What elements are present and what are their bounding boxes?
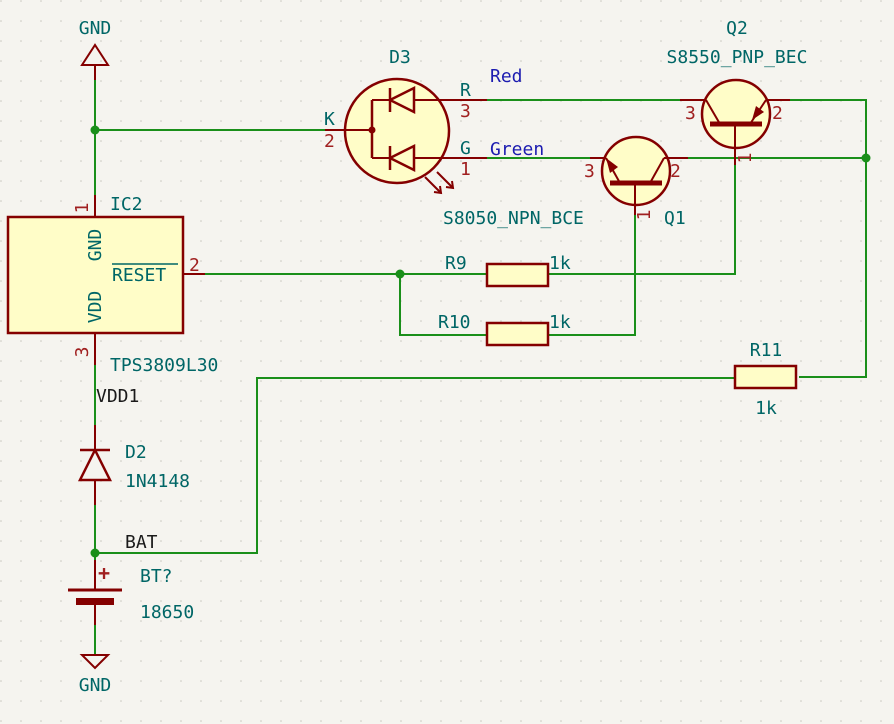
ic2-pin3-number: 3	[72, 347, 93, 358]
junction-dot	[395, 269, 405, 279]
d3-k-pin-name: K	[324, 109, 335, 130]
d3-component[interactable]: K 2 R 3 G 1 D3	[324, 47, 487, 195]
r11-value: 1k	[755, 398, 777, 419]
q2-pin3-number: 3	[685, 103, 696, 124]
ic2-pin2-number: 2	[189, 255, 200, 276]
d3-reference: D3	[389, 47, 411, 68]
r9-value: 1k	[549, 253, 571, 274]
d2-component[interactable]: D2 1N4148	[77, 425, 190, 505]
q1-reference: Q1	[664, 208, 686, 229]
junction-dot	[90, 548, 100, 558]
ic2-body	[6, 215, 185, 335]
gnd-symbol-top[interactable]: GND	[79, 18, 112, 80]
d2-reference: D2	[125, 442, 147, 463]
junction-dot	[90, 125, 100, 135]
q1-value: S8050_NPN_BCE	[443, 208, 584, 229]
wires	[94, 64, 867, 656]
ic2-component[interactable]: 1 3 2 GND VDD RESET IC2 TPS3809L30	[6, 194, 218, 376]
ic2-pin1-number: 1	[72, 203, 93, 214]
r9-component[interactable]: R9 1k	[445, 253, 571, 288]
d3-g-pin-name: G	[460, 138, 471, 159]
q1-pin3-number: 3	[584, 161, 595, 182]
gnd-top-label: GND	[79, 18, 112, 39]
bt-value: 18650	[140, 602, 194, 623]
net-label-green: Green	[490, 139, 544, 160]
bt-plus-sign: +	[98, 561, 110, 585]
r11-body	[733, 364, 798, 390]
r10-value: 1k	[549, 312, 571, 333]
battery-component[interactable]: + BT? 18650	[68, 560, 194, 625]
q2-reference: Q2	[726, 18, 748, 39]
q2-pin1-number: 1	[735, 153, 756, 164]
r11-reference: R11	[750, 340, 783, 361]
net-label-bat: BAT	[125, 532, 158, 553]
q2-left-lead	[705, 99, 721, 125]
q1-pin1-number: 1	[634, 210, 655, 221]
d3-k-pin-number: 2	[324, 131, 335, 152]
r10-component[interactable]: R10 1k	[438, 312, 571, 347]
d3-g-pin-number: 1	[460, 159, 471, 180]
bt-reference: BT?	[140, 566, 173, 587]
d3-r-pin-name: R	[460, 80, 471, 101]
gnd-bottom-label: GND	[79, 675, 112, 696]
q1-component[interactable]: 3 2 1 Q1 S8050_NPN_BCE	[443, 135, 688, 229]
ic2-reference: IC2	[110, 194, 143, 215]
ic2-gnd-pin-name: GND	[85, 229, 106, 262]
ic2-reset-pin-name: RESET	[112, 265, 166, 286]
q2-component[interactable]: 3 2 1 Q2 S8550_PNP_BEC	[667, 18, 808, 165]
d2-value: 1N4148	[125, 471, 190, 492]
net-label-vdd1: VDD1	[96, 386, 139, 407]
r10-body	[485, 321, 550, 347]
q2-pin2-number: 2	[772, 103, 783, 124]
q1-emitter-arrow-icon	[606, 158, 618, 173]
r9-reference: R9	[445, 253, 467, 274]
bt-plate-short	[76, 598, 114, 605]
wire-q2-emitter-rail[interactable]	[789, 99, 867, 378]
r9-body	[485, 262, 550, 288]
wire-r10-to-q1-base[interactable]	[549, 214, 636, 336]
gnd-arrow-icon	[79, 654, 111, 670]
wire-r9-to-q2-base[interactable]	[549, 164, 736, 275]
light-emission-icon	[424, 171, 455, 195]
ic2-value: TPS3809L30	[110, 355, 218, 376]
net-label-red: Red	[490, 66, 523, 87]
r11-component[interactable]: R11 1k	[733, 340, 798, 419]
r10-reference: R10	[438, 312, 471, 333]
q2-emitter-arrow-icon	[752, 106, 764, 120]
wire-reset-to-r10[interactable]	[399, 273, 486, 336]
junction-dot	[861, 153, 871, 163]
q2-value: S8550_PNP_BEC	[667, 47, 808, 68]
q1-pin2-number: 2	[670, 161, 681, 182]
d3-node-dot	[368, 126, 376, 134]
q1-collector-lead	[649, 157, 665, 184]
ic2-vdd-pin-name: VDD	[85, 291, 106, 324]
junctions	[90, 125, 871, 558]
gnd-symbol-bottom[interactable]: GND	[79, 654, 112, 696]
wire-bat-net[interactable]	[94, 377, 736, 554]
d3-r-pin-number: 3	[460, 101, 471, 122]
